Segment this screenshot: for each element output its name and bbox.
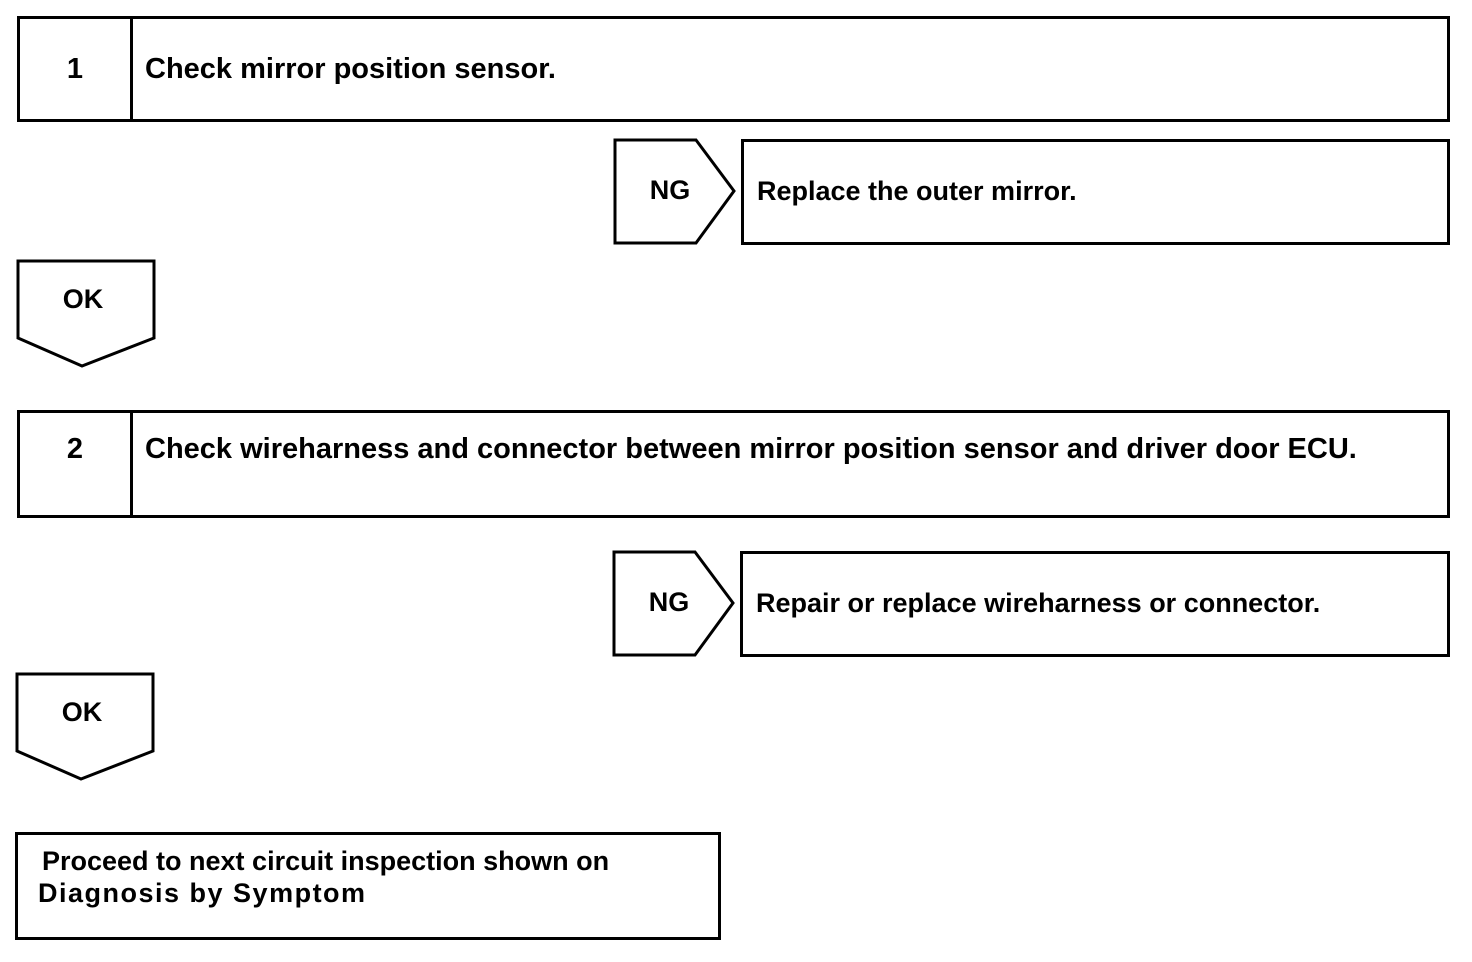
- step-1-box: 1 Check mirror position sensor.: [17, 16, 1450, 122]
- ok-1-label: OK: [62, 284, 104, 314]
- ok-2-arrow-shape: [15, 672, 155, 781]
- ok-1-arrow-shape: [16, 259, 156, 368]
- final-line-2: Diagnosis by Symptom: [38, 878, 367, 908]
- step-2-text: Check wireharness and connector between …: [145, 433, 1357, 465]
- final-line-1: Proceed to next circuit inspection shown…: [42, 846, 610, 876]
- ok-2-label: OK: [61, 697, 103, 727]
- ng-1-label: NG: [649, 175, 691, 205]
- ng-2-label: NG: [648, 587, 690, 617]
- ng-1-result-box: Replace the outer mirror.: [741, 139, 1450, 245]
- step-1-text: Check mirror position sensor.: [145, 53, 556, 85]
- ng-1-result-text: Replace the outer mirror.: [757, 176, 1077, 206]
- ng-2-arrow-shape: [612, 550, 735, 657]
- step-2-box: 2 Check wireharness and connector betwee…: [17, 410, 1450, 518]
- final-box: Proceed to next circuit inspection shown…: [15, 832, 721, 940]
- step-1-number: 1: [20, 19, 133, 119]
- ng-2-result-box: Repair or replace wireharness or connect…: [740, 551, 1450, 657]
- ng-1-arrow-shape: [613, 138, 736, 245]
- step-2-number: 2: [20, 413, 133, 515]
- ng-2-result-text: Repair or replace wireharness or connect…: [756, 588, 1321, 618]
